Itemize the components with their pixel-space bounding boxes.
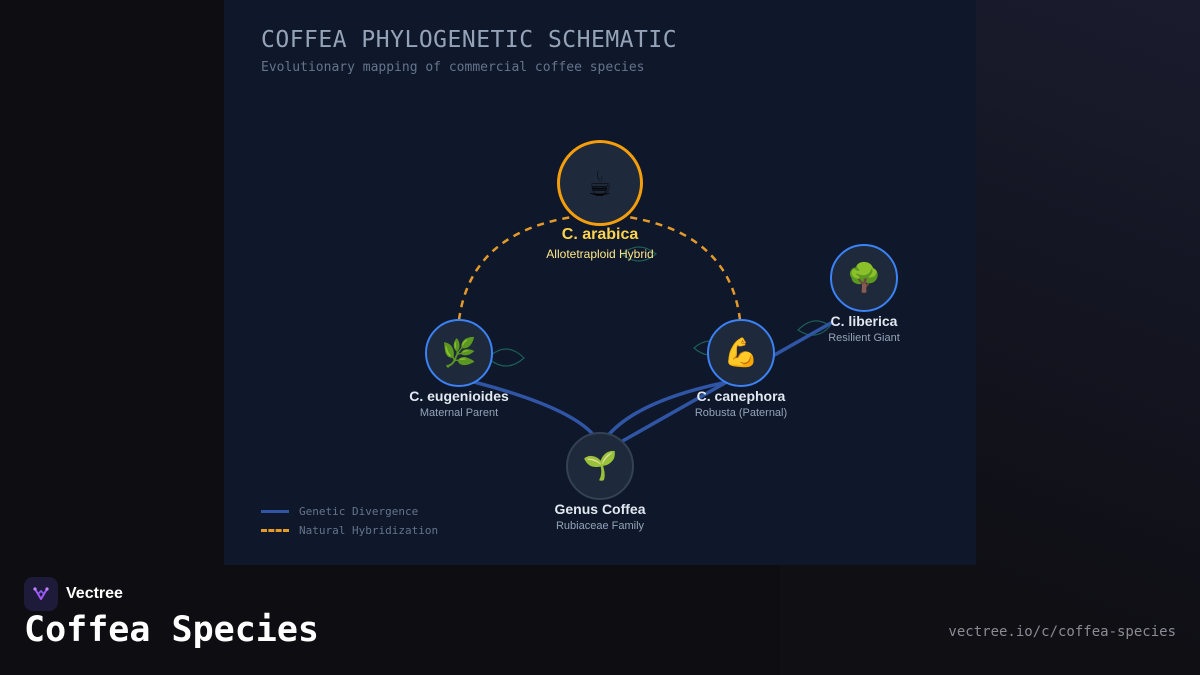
flexed-bicep-icon: 💪 <box>723 336 759 369</box>
node-liberica[interactable]: 🌳 <box>830 244 898 312</box>
legend-swatch-solid <box>261 510 289 513</box>
label-liberica: C. liberica Resilient Giant <box>828 313 900 344</box>
edge-genus-canephora <box>604 379 734 440</box>
node-canephora[interactable]: 💪 <box>707 319 775 387</box>
legend-label-divergence: Genetic Divergence <box>299 505 419 518</box>
genus-name: Genus Coffea <box>554 501 646 517</box>
vectree-logo-icon <box>24 577 58 611</box>
legend: Genetic Divergence Natural Hybridization <box>261 502 438 540</box>
tree-icon: 🌳 <box>846 261 882 294</box>
node-eugenioides[interactable]: 🌿 <box>425 319 493 387</box>
arabica-subtitle: Allotetraploid Hybrid <box>546 247 654 261</box>
node-genus[interactable]: 🌱 <box>566 432 634 500</box>
legend-swatch-dashed <box>261 529 289 532</box>
phylogeny-edges <box>457 212 833 445</box>
label-arabica: C. arabica Allotetraploid Hybrid <box>546 226 653 261</box>
leaf-decoration-2 <box>621 246 657 262</box>
brand[interactable]: Vectree <box>24 577 123 611</box>
liberica-name: C. liberica <box>830 313 898 329</box>
liberica-subtitle: Resilient Giant <box>828 332 900 344</box>
legend-item-hybridization: Natural Hybridization <box>261 521 438 540</box>
page-title: Coffea Species <box>24 610 320 650</box>
label-canephora: C. canephora Robusta (Paternal) <box>695 388 787 419</box>
arabica-name: C. arabica <box>561 226 639 243</box>
page-url[interactable]: vectree.io/c/coffea-species <box>948 624 1176 640</box>
brand-name: Vectree <box>66 585 123 602</box>
canephora-subtitle: Robusta (Paternal) <box>694 407 788 419</box>
eugenioides-name: C. eugenioides <box>409 388 509 404</box>
diagram-title: COFFEA PHYLOGENETIC SCHEMATIC <box>261 27 678 53</box>
label-eugenioides: C. eugenioides Maternal Parent <box>409 388 509 419</box>
herb-icon: 🌿 <box>441 336 477 369</box>
legend-item-divergence: Genetic Divergence <box>261 502 438 521</box>
canephora-name: C. canephora <box>696 388 786 404</box>
diagram-subtitle: Evolutionary mapping of commercial coffe… <box>261 60 645 75</box>
node-arabica[interactable]: ☕ <box>557 140 643 226</box>
label-genus: Genus Coffea Rubiaceae Family <box>554 501 645 532</box>
genus-subtitle: Rubiaceae Family <box>555 520 645 532</box>
seedling-icon: 🌱 <box>582 449 618 482</box>
coffee-cup-icon: ☕ <box>588 161 612 205</box>
leaf-decoration-1 <box>487 348 525 367</box>
legend-label-hybridization: Natural Hybridization <box>299 524 439 537</box>
edge-genus-eugenioides <box>472 380 598 440</box>
eugenioides-subtitle: Maternal Parent <box>419 407 499 419</box>
diagram-panel: COFFEA PHYLOGENETIC SCHEMATIC Evolutiona… <box>224 0 976 565</box>
